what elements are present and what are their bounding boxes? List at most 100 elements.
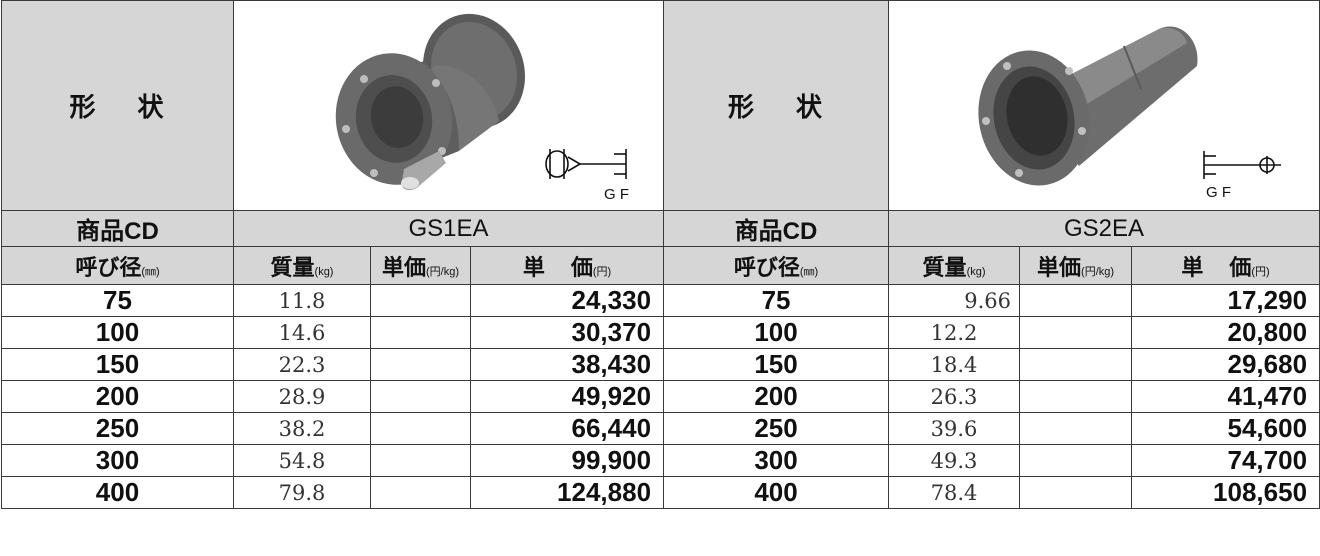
right-unit-price [1019, 476, 1133, 509]
left-price: 124,880 [469, 476, 665, 509]
right-shape-label-a: 形 [728, 92, 757, 122]
table-row: 150 22.3 38,430 150 18.4 29,680 [1, 348, 1320, 381]
table-row: 100 14.6 30,370 100 12.2 20,800 [1, 316, 1320, 349]
right-unit-price [1019, 412, 1133, 445]
right-price-unit: (円) [1251, 265, 1270, 278]
left-mass: 14.6 [233, 316, 371, 349]
left-unit-price [370, 380, 471, 413]
left-shape-label-a: 形 [69, 92, 98, 122]
left-unit-price [370, 476, 471, 509]
left-mass-header: 質量(kg) [233, 246, 371, 285]
right-size: 75 [663, 284, 890, 317]
right-price-header-b: 価 [1229, 254, 1252, 280]
table-row: 75 11.8 24,330 75 9.66 17,290 [1, 284, 1320, 317]
table-row: 400 79.8 124,880 400 78.4 108,650 [1, 476, 1320, 509]
right-mass-header: 質量(kg) [888, 246, 1021, 285]
right-price: 41,470 [1131, 380, 1320, 413]
right-mass: 39.6 [888, 412, 1021, 445]
right-price: 74,700 [1131, 444, 1320, 477]
left-unit-price-header-text: 単価 [381, 254, 426, 280]
right-mass-header-text: 質量 [922, 254, 967, 280]
right-mass: 49.3 [888, 444, 1021, 477]
right-unit-price-header: 単価(円/kg) [1019, 246, 1133, 285]
right-mass: 78.4 [888, 476, 1021, 509]
left-product-cd-label: 商品CD [1, 210, 234, 247]
left-size-header: 呼び径(㎜) [1, 246, 234, 285]
left-mass-unit: (kg) [314, 265, 334, 278]
right-size: 150 [663, 348, 890, 381]
left-mass: 38.2 [233, 412, 371, 445]
left-unit-price [370, 412, 471, 445]
left-size-unit: (㎜) [141, 265, 160, 278]
right-price: 20,800 [1131, 316, 1320, 349]
left-price-header: 単価(円) [469, 246, 665, 285]
left-price: 66,440 [469, 412, 665, 445]
joint-symbol-icon [1203, 151, 1282, 179]
left-size: 300 [1, 444, 234, 477]
right-mass: 9.66 [888, 284, 1021, 317]
left-size: 200 [1, 380, 234, 413]
right-image-caption: G F [1206, 184, 1231, 201]
right-price-header-a: 単 [1181, 254, 1204, 280]
right-size-header-text: 呼び径 [733, 254, 800, 280]
left-mass: 28.9 [233, 380, 371, 413]
left-shape-label-b: 状 [137, 92, 166, 122]
left-mass: 22.3 [233, 348, 371, 381]
right-price: 108,650 [1131, 476, 1320, 509]
right-size: 200 [663, 380, 890, 413]
right-unit-price [1019, 316, 1133, 349]
left-size-header-text: 呼び径 [75, 254, 142, 280]
left-unit-price [370, 284, 471, 317]
left-product-cd: GS1EA [232, 210, 665, 247]
right-product-image: G F [888, 0, 1320, 211]
right-unit-price [1019, 444, 1133, 477]
left-price: 30,370 [469, 316, 665, 349]
right-size-unit: (㎜) [799, 265, 819, 278]
left-price-header-a: 単 [522, 254, 545, 280]
right-size-header: 呼び径(㎜) [663, 246, 890, 285]
right-mass: 12.2 [888, 316, 1021, 349]
left-unit-price [370, 444, 471, 477]
left-product-image: G F [232, 0, 665, 211]
left-price-unit: (円) [592, 265, 612, 278]
table-row: 200 28.9 49,920 200 26.3 41,470 [1, 380, 1320, 413]
right-unit-price-header-text: 単価 [1037, 254, 1082, 280]
left-mass-header-text: 質量 [270, 254, 315, 280]
right-product-cd: GS2EA [888, 210, 1320, 247]
left-mass: 54.8 [233, 444, 371, 477]
left-shape-label: 形状 [1, 0, 234, 211]
left-size: 150 [1, 348, 234, 381]
left-unit-price-unit: (円/kg) [426, 265, 459, 278]
right-price: 29,680 [1131, 348, 1320, 381]
right-price: 54,600 [1131, 412, 1320, 445]
right-mass-unit: (kg) [966, 265, 986, 278]
left-price: 99,900 [469, 444, 665, 477]
right-size: 400 [663, 476, 890, 509]
left-unit-price [370, 316, 471, 349]
left-mass: 11.8 [233, 284, 371, 317]
right-shape-label-b: 状 [796, 92, 825, 122]
left-unit-price-header: 単価(円/kg) [370, 246, 471, 285]
right-unit-price [1019, 380, 1133, 413]
left-price: 38,430 [469, 348, 665, 381]
right-unit-price [1019, 348, 1133, 381]
left-price: 49,920 [469, 380, 665, 413]
right-mass: 18.4 [888, 348, 1021, 381]
right-unit-price [1019, 284, 1133, 317]
gs1ea-fitting-illustration: G F [335, 13, 629, 203]
right-shape-label: 形状 [663, 0, 890, 211]
left-price-header-b: 価 [570, 254, 593, 280]
left-size: 75 [1, 284, 234, 317]
left-mass: 79.8 [233, 476, 371, 509]
right-unit-price-unit: (円/kg) [1081, 265, 1115, 278]
left-image-caption: G F [604, 186, 629, 203]
right-price: 17,290 [1131, 284, 1320, 317]
left-price: 24,330 [469, 284, 665, 317]
left-unit-price [370, 348, 471, 381]
right-price-header: 単価(円) [1131, 246, 1320, 285]
right-size: 300 [663, 444, 890, 477]
right-mass: 26.3 [888, 380, 1021, 413]
right-size: 100 [663, 316, 890, 349]
right-size: 250 [663, 412, 890, 445]
left-size: 400 [1, 476, 234, 509]
